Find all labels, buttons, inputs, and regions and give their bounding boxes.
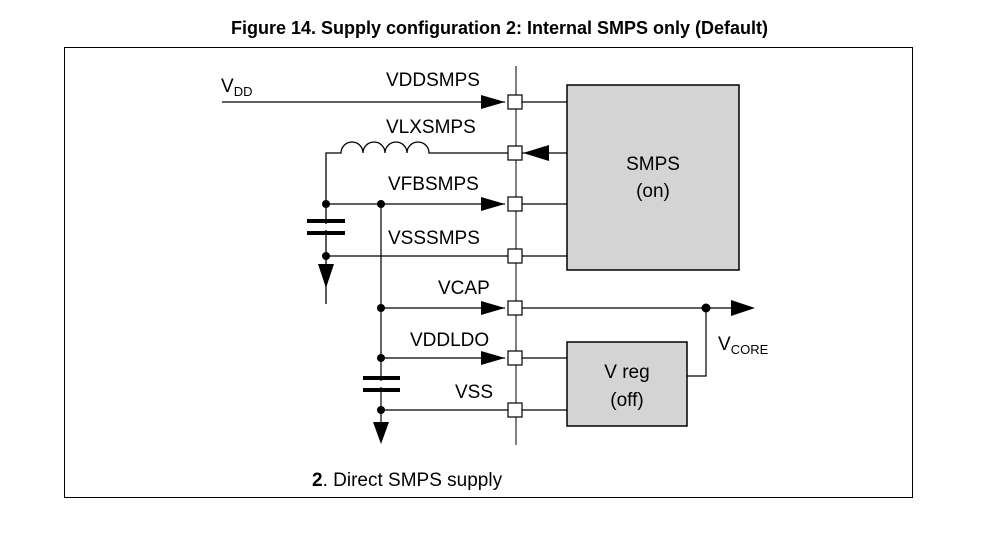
vcore-label: VCORE (718, 334, 769, 357)
vfbsmps-arrow (481, 197, 505, 211)
pin-label-vddsmps: VDDSMPS (386, 70, 480, 91)
pin-vsssmps (507, 248, 523, 264)
junction-vss (377, 406, 385, 414)
pin-label-vddldo: VDDLDO (410, 330, 489, 351)
vcore-arrow (731, 300, 755, 316)
pin-vlxsmps (507, 145, 523, 161)
junction-vddldo (377, 354, 385, 362)
vddsmps-arrow (481, 95, 505, 109)
pin-label-vfbsmps: VFBSMPS (388, 174, 479, 195)
figure-caption: 2. Direct SMPS supply (312, 470, 503, 491)
pin-label-vsssmps: VSSSMPS (388, 228, 480, 249)
vreg-block (566, 341, 688, 427)
vreg-state-label: (off) (610, 390, 643, 411)
vreg-output-wire (687, 308, 707, 377)
vdd-label: VDD (221, 76, 252, 99)
pin-label-vss: VSS (455, 382, 493, 403)
vlxsmps-arrow (523, 145, 549, 161)
pin-vss (507, 402, 523, 418)
vcap-arrow (481, 301, 505, 315)
pin-label-vlxsmps: VLXSMPS (386, 117, 476, 138)
junction-vcap (377, 304, 385, 312)
diagram-frame (64, 47, 913, 498)
pin-label-vcap: VCAP (438, 278, 490, 299)
pin-vddsmps (507, 94, 523, 110)
smps-state-label: (on) (636, 181, 670, 202)
figure-title: Figure 14. Supply configuration 2: Inter… (230, 18, 769, 38)
pin-vddldo (507, 350, 523, 366)
junction-vsssmps (322, 252, 330, 260)
ground-arrow-ldo (373, 422, 389, 444)
vreg-label: V reg (604, 362, 649, 383)
smps-label: SMPS (626, 154, 680, 175)
ground-arrow-smps (318, 264, 334, 288)
pin-vcap (507, 300, 523, 316)
ldo-cap-gap (375, 381, 387, 387)
inductor (325, 141, 508, 304)
pin-vfbsmps (507, 196, 523, 212)
junction-vfb-left (322, 200, 330, 208)
vddldo-arrow (481, 351, 505, 365)
smps-cap-gap (320, 224, 332, 230)
smps-block (566, 84, 740, 271)
